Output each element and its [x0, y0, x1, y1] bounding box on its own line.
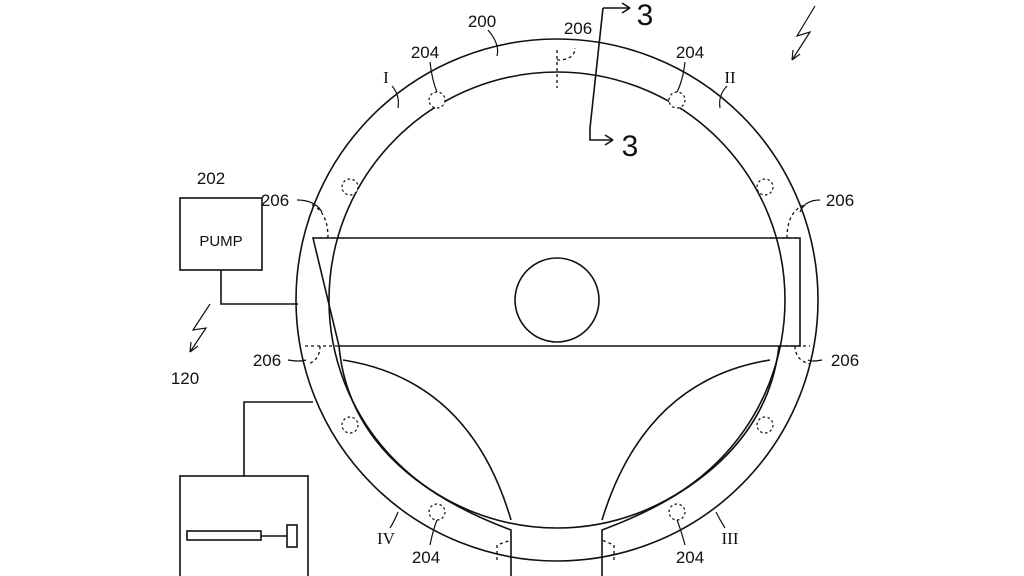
label-202: 202 — [197, 169, 225, 188]
label-206-top: 206 — [564, 19, 592, 38]
wheel-spokes — [311, 237, 801, 576]
figure-arrow-icon — [791, 5, 816, 61]
pump-unit: PUMP — [179, 197, 298, 305]
label-206-right-upper: 206 — [826, 191, 854, 210]
quadrant-ii: II — [724, 68, 736, 87]
quadrant-labels: I II III IV — [377, 68, 739, 548]
wheel-rim — [295, 38, 819, 562]
sensor-dots — [341, 91, 774, 521]
leader-lines — [287, 29, 823, 546]
system-arrow-icon — [189, 303, 211, 353]
label-206-left-upper: 206 — [261, 191, 289, 210]
quadrant-iii: III — [722, 529, 739, 548]
label-section-top: 3 — [637, 0, 654, 32]
reference-labels: 200 206 204 204 202 206 206 206 206 120 … — [171, 0, 859, 567]
label-206-left-lower: 206 — [253, 351, 281, 370]
pump-label: PUMP — [199, 233, 242, 250]
control-unit — [179, 401, 313, 576]
wheel-hub — [514, 257, 600, 343]
label-section-bottom: 3 — [622, 130, 639, 163]
label-204-bottom-right: 204 — [676, 548, 704, 567]
label-206-right-lower: 206 — [831, 351, 859, 370]
seam-marks — [305, 47, 811, 560]
section-line — [589, 2, 631, 146]
label-204-top-right: 204 — [676, 43, 704, 62]
label-200: 200 — [468, 12, 496, 31]
quadrant-i: I — [383, 68, 389, 87]
label-204-top-left: 204 — [411, 43, 439, 62]
quadrant-iv: IV — [377, 529, 396, 548]
label-204-bottom-left: 204 — [412, 548, 440, 567]
label-120: 120 — [171, 369, 199, 388]
